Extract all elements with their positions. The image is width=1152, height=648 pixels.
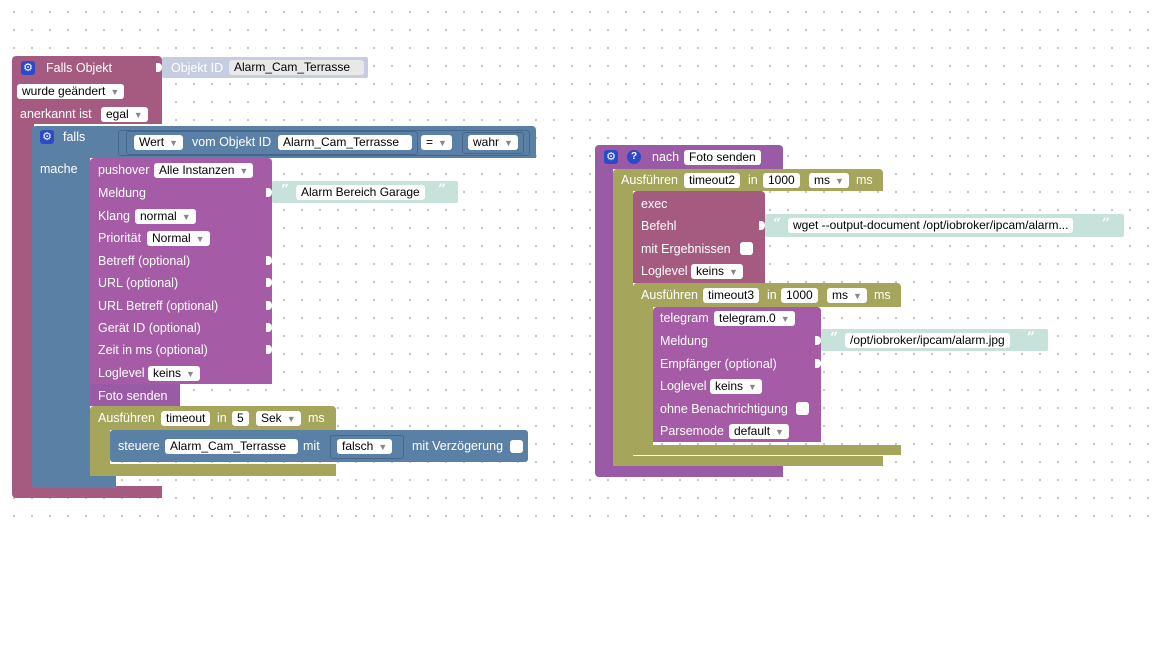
- input-notch[interactable]: [266, 345, 272, 354]
- url-label: URL (optional): [98, 276, 179, 290]
- timeout-name-field[interactable]: timeout: [161, 411, 211, 426]
- parsemode-label: Parsemode: [660, 424, 724, 438]
- trigger-title: Falls Objekt: [46, 61, 112, 75]
- telegram-loglevel-dropdown[interactable]: keins▼: [710, 379, 762, 394]
- pushover-label: pushover: [98, 163, 150, 177]
- control-label: steuere: [118, 439, 160, 453]
- timeout2-unit-suffix: ms: [856, 173, 873, 187]
- exec-results-checkbox[interactable]: [740, 242, 753, 255]
- value-dropdown[interactable]: Wert▼: [134, 135, 184, 150]
- telegram-loglevel-label: Loglevel: [660, 379, 707, 393]
- timeout3-unit-suffix: ms: [874, 288, 891, 302]
- quote-open-icon: “: [830, 330, 839, 346]
- compare-value-dropdown[interactable]: wahr▼: [468, 135, 518, 150]
- recipient-label: Empfänger (optional): [660, 357, 777, 371]
- exec-command-label: Befehl: [641, 219, 677, 233]
- gear-icon[interactable]: ⚙: [40, 130, 54, 144]
- quote-close-icon: ”: [438, 182, 447, 198]
- gear-icon[interactable]: ⚙: [21, 61, 35, 75]
- call-function-label: Foto senden: [98, 389, 168, 403]
- delay-label: mit Verzögerung: [412, 439, 504, 453]
- telegram-message-text[interactable]: /opt/iobroker/ipcam/alarm.jpg: [845, 333, 1010, 348]
- help-icon[interactable]: ?: [627, 150, 641, 164]
- gear-icon[interactable]: ⚙: [604, 150, 618, 164]
- quote-open-icon: “: [773, 216, 782, 232]
- device-label: Gerät ID (optional): [98, 321, 201, 335]
- sound-dropdown[interactable]: normal▼: [135, 209, 196, 224]
- input-notch: [156, 63, 162, 72]
- control-object-id[interactable]: Alarm_Cam_Terrasse: [165, 439, 298, 454]
- function-after-label: nach: [652, 150, 680, 164]
- input-notch: [815, 336, 821, 345]
- telegram-message-label: Meldung: [660, 334, 708, 348]
- timeout-unit-suffix: ms: [308, 411, 325, 425]
- telegram-label: telegram: [660, 311, 709, 325]
- pushover-instance-dropdown[interactable]: Alle Instanzen▼: [154, 163, 254, 178]
- subject-label: Betreff (optional): [98, 254, 191, 268]
- pushover-loglevel-label: Loglevel: [98, 366, 145, 380]
- url-subject-label: URL Betreff (optional): [98, 299, 219, 313]
- input-notch[interactable]: [266, 256, 272, 265]
- blockly-workspace[interactable]: ⚙ Falls Objekt Objekt ID Alarm_Cam_Terra…: [0, 0, 1152, 520]
- input-notch[interactable]: [266, 323, 272, 332]
- priority-label: Priorität: [98, 231, 142, 245]
- operator-dropdown[interactable]: =▼: [421, 135, 452, 150]
- input-notch[interactable]: [815, 359, 821, 368]
- object-id-label: Objekt ID: [171, 61, 224, 75]
- pushover-message-text[interactable]: Alarm Bereich Garage: [296, 185, 425, 200]
- exec-results-label: mit Ergebnissen: [641, 242, 731, 256]
- timeout3-unit-dropdown[interactable]: ms▼: [827, 288, 867, 303]
- timeout2-unit-dropdown[interactable]: ms▼: [809, 173, 849, 188]
- timeout-exec-label: Ausführen: [98, 411, 155, 425]
- timeout2-name-field[interactable]: timeout2: [684, 173, 741, 188]
- timeout3-value-field[interactable]: 1000: [781, 288, 818, 303]
- compare-block[interactable]: [118, 130, 530, 156]
- exec-label: exec: [641, 197, 668, 211]
- timeout3-name-field[interactable]: timeout3: [703, 288, 760, 303]
- changed-dropdown[interactable]: wurde geändert▼: [17, 84, 125, 99]
- quote-open-icon: “: [281, 182, 290, 198]
- if-label: falls: [63, 130, 86, 144]
- do-label: mache: [40, 162, 78, 176]
- timeout3-in-label: in: [767, 288, 777, 302]
- delay-checkbox[interactable]: [510, 440, 523, 453]
- call-function-block[interactable]: [90, 384, 180, 406]
- control-with-label: mit: [303, 439, 320, 453]
- silent-checkbox[interactable]: [796, 402, 809, 415]
- timeout2-in-label: in: [748, 173, 758, 187]
- quote-close-icon: ”: [1027, 330, 1036, 346]
- timeout-in-label: in: [217, 411, 227, 425]
- timeout2-exec-label: Ausführen: [621, 173, 678, 187]
- sound-label: Klang: [98, 209, 130, 223]
- input-notch[interactable]: [266, 301, 272, 310]
- timeout-unit-dropdown[interactable]: Sek▼: [256, 411, 301, 426]
- parsemode-dropdown[interactable]: default▼: [729, 424, 789, 439]
- silent-label: ohne Benachrichtigung: [660, 402, 788, 416]
- telegram-instance-dropdown[interactable]: telegram.0▼: [714, 311, 795, 326]
- ack-label: anerkannt ist: [20, 107, 92, 121]
- control-value-dropdown[interactable]: falsch▼: [337, 439, 393, 454]
- exec-command-text[interactable]: wget --output-document /opt/iobroker/ipc…: [788, 218, 1074, 233]
- pushover-loglevel-dropdown[interactable]: keins▼: [148, 366, 200, 381]
- exec-loglevel-label: Loglevel: [641, 264, 688, 278]
- input-notch[interactable]: [266, 278, 272, 287]
- input-notch: [759, 221, 765, 230]
- priority-dropdown[interactable]: Normal▼: [147, 231, 210, 246]
- ack-dropdown[interactable]: egal▼: [101, 107, 148, 122]
- timeout3-exec-label: Ausführen: [641, 288, 698, 302]
- input-notch: [266, 188, 272, 197]
- timeout2-value-field[interactable]: 1000: [763, 173, 800, 188]
- timeout-value-field[interactable]: 5: [232, 411, 249, 426]
- quote-close-icon: ”: [1102, 216, 1111, 232]
- pushover-message-label: Meldung: [98, 186, 146, 200]
- function-name-field[interactable]: Foto senden: [684, 150, 761, 165]
- object-id-field[interactable]: Alarm_Cam_Terrasse: [229, 60, 364, 75]
- of-object-label: vom Objekt ID: [192, 135, 272, 149]
- compare-object-id[interactable]: Alarm_Cam_Terrasse: [278, 135, 412, 150]
- time-label: Zeit in ms (optional): [98, 343, 208, 357]
- exec-loglevel-dropdown[interactable]: keins▼: [691, 264, 743, 279]
